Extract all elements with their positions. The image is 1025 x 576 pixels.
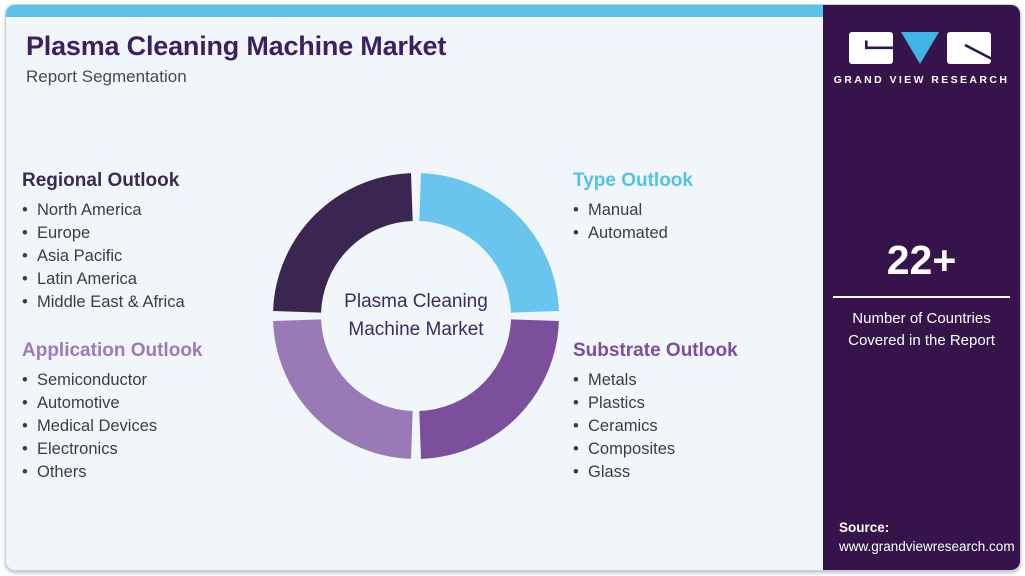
list-item: Asia Pacific — [22, 245, 272, 268]
application-outlook-heading: Application Outlook — [22, 340, 203, 361]
list-item: Metals — [573, 369, 823, 392]
regional-outlook-heading: Regional Outlook — [22, 170, 180, 191]
list-item: Ceramics — [573, 415, 823, 438]
list-item: Plastics — [573, 392, 823, 415]
logo-g-bar — [864, 46, 893, 50]
type-outlook-list: ManualAutomated — [573, 199, 823, 245]
donut-segment-application-outlook — [273, 318, 414, 459]
donut-segment-substrate-outlook — [418, 318, 559, 459]
logo-g-tick — [864, 40, 868, 49]
logo-r-leg — [963, 43, 993, 61]
section-regional-outlook: Regional Outlook North AmericaEuropeAsia… — [22, 170, 272, 314]
list-item: Europe — [22, 222, 272, 245]
source-label: Source: — [839, 520, 890, 535]
title-block: Plasma Cleaning Machine Market Report Se… — [26, 31, 446, 87]
application-outlook-list: SemiconductorAutomotiveMedical DevicesEl… — [22, 369, 272, 484]
countries-stat: 22+ Number of Countries Covered in the R… — [823, 237, 1020, 352]
list-item: Composites — [573, 438, 823, 461]
donut-segment-regional-outlook — [273, 173, 414, 314]
list-item: Others — [22, 461, 272, 484]
list-item: Automotive — [22, 392, 272, 415]
section-substrate-outlook: Substrate Outlook MetalsPlasticsCeramics… — [573, 340, 823, 484]
page-title: Plasma Cleaning Machine Market — [26, 31, 447, 61]
source-url: www.grandviewresearch.com — [839, 539, 1015, 554]
substrate-outlook-list: MetalsPlasticsCeramicsCompositesGlass — [573, 369, 823, 484]
source-block: Source: www.grandviewresearch.com — [839, 520, 1015, 554]
gvr-logo-icon — [848, 32, 993, 64]
list-item: Automated — [573, 222, 823, 245]
list-item: Semiconductor — [22, 369, 272, 392]
gvr-logo-text: GRAND VIEW RESEARCH — [833, 74, 1010, 86]
main-content: Plasma Cleaning Machine Market Report Se… — [6, 17, 824, 570]
section-application-outlook: Application Outlook SemiconductorAutomot… — [22, 340, 272, 484]
page-subtitle: Report Segmentation — [26, 67, 187, 86]
stat-divider — [833, 296, 1010, 298]
infographic-card: Plasma Cleaning Machine Market Report Se… — [5, 4, 1021, 571]
list-item: Electronics — [22, 438, 272, 461]
gvr-logo: GRAND VIEW RESEARCH — [823, 31, 1020, 86]
list-item: Medical Devices — [22, 415, 272, 438]
donut-chart: Plasma Cleaning Machine Market — [271, 171, 561, 461]
section-type-outlook: Type Outlook ManualAutomated — [573, 170, 823, 245]
list-item: Glass — [573, 461, 823, 484]
list-item: North America — [22, 199, 272, 222]
donut-center-label: Plasma Cleaning Machine Market — [344, 291, 488, 340]
logo-v-triangle — [900, 32, 939, 64]
sidebar: GRAND VIEW RESEARCH 22+ Number of Countr… — [823, 5, 1020, 570]
stat-label: Number of Countries Covered in the Repor… — [848, 310, 995, 349]
top-accent-strip — [6, 5, 824, 17]
stat-value: 22+ — [886, 237, 957, 283]
list-item: Latin America — [22, 268, 272, 291]
list-item: Manual — [573, 199, 823, 222]
donut-chart-svg — [273, 173, 559, 459]
regional-outlook-list: North AmericaEuropeAsia PacificLatin Ame… — [22, 199, 272, 314]
list-item: Middle East & Africa — [22, 291, 272, 314]
donut-segment-type-outlook — [418, 173, 559, 314]
type-outlook-heading: Type Outlook — [573, 170, 693, 191]
substrate-outlook-heading: Substrate Outlook — [573, 340, 738, 361]
